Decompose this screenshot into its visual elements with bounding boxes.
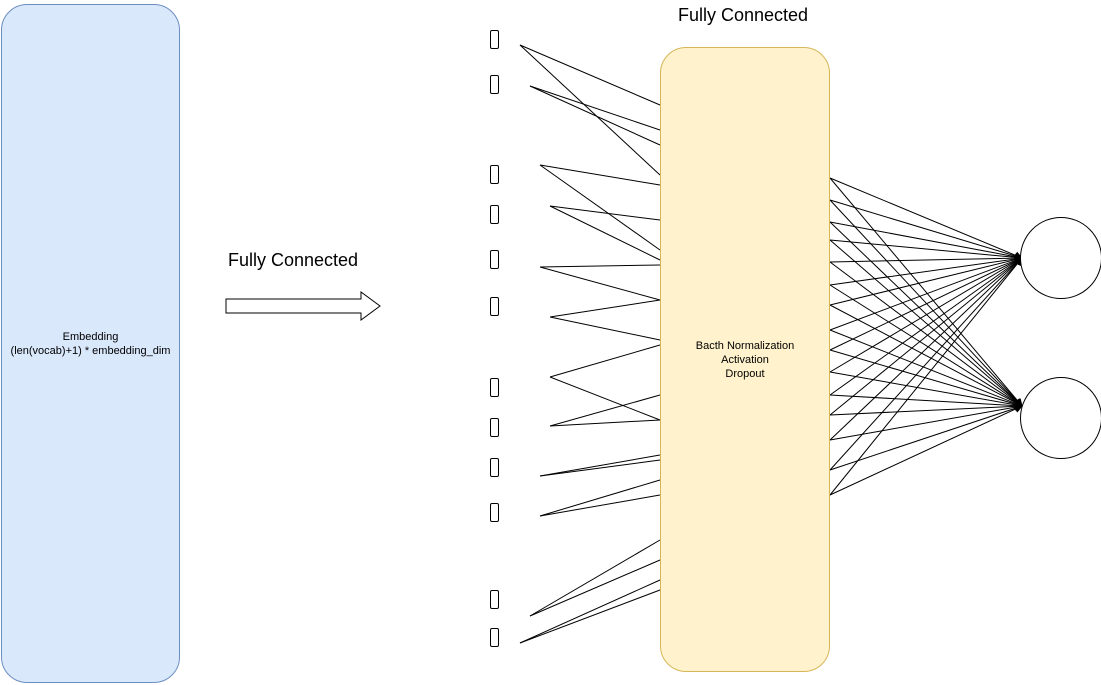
input-connection-line	[529, 85, 661, 146]
input-connection-line	[539, 266, 661, 301]
output-connection-line	[829, 257, 1023, 396]
input-connection-line	[539, 164, 661, 186]
hidden-line-dropout: Dropout	[725, 367, 765, 380]
output-node	[1020, 217, 1101, 299]
hidden-layer: Bacth Normalization Activation Dropout	[660, 47, 830, 672]
output-connection-line	[829, 255, 1023, 306]
output-connection-line	[829, 284, 1023, 407]
output-connection-line	[829, 394, 1023, 410]
output-connection-line	[829, 304, 1023, 407]
embedding-layer: Embedding (len(vocab)+1) * embedding_dim	[1, 4, 180, 683]
hidden-line-activation: Activation	[721, 353, 769, 366]
input-connection-line	[529, 85, 661, 131]
output-connection-line	[829, 257, 1023, 471]
input-connection-line	[549, 316, 661, 341]
input-connection-line	[539, 494, 661, 517]
input-node	[490, 297, 499, 316]
input-connection-line	[519, 589, 661, 644]
output-connection-line	[829, 221, 1023, 407]
input-node	[490, 503, 499, 522]
input-connection-line	[549, 376, 661, 421]
input-node	[490, 418, 499, 437]
input-node	[490, 165, 499, 184]
output-connection-line	[829, 402, 1023, 416]
input-node	[490, 458, 499, 477]
input-connection-line	[529, 559, 661, 617]
input-connection-line	[539, 454, 661, 477]
output-connection-line	[829, 329, 1023, 408]
input-connection-line	[549, 205, 661, 261]
input-connection-line	[539, 459, 661, 477]
input-connection-line	[549, 419, 661, 427]
output-connection-line	[829, 221, 1023, 261]
hidden-line-batchnorm: Bacth Normalization	[695, 339, 795, 352]
arrow-label: Fully Connected	[228, 250, 359, 270]
input-connection-line	[529, 539, 661, 617]
input-node	[490, 590, 499, 609]
output-connection-line	[829, 256, 1023, 331]
output-connection-line	[829, 239, 1023, 407]
input-connection-line	[519, 579, 661, 644]
input-connection-line	[539, 264, 661, 268]
output-connection-line	[829, 254, 1023, 263]
input-connection-line	[519, 44, 661, 106]
input-connection-line	[519, 44, 661, 176]
output-connection-line	[829, 261, 1023, 407]
output-connection-line	[829, 371, 1023, 409]
output-connection-line	[829, 199, 1023, 260]
input-node	[490, 205, 499, 224]
output-connection-line	[829, 239, 1023, 262]
input-connection-line	[549, 394, 661, 427]
output-connection-line	[829, 255, 1023, 286]
output-connection-line	[829, 199, 1023, 407]
output-connection-line	[829, 404, 1023, 471]
output-connection-line	[829, 257, 1023, 351]
output-connection-line	[829, 349, 1023, 408]
output-connection-line	[829, 405, 1023, 496]
embedding-dims-label: (len(vocab)+1) * embedding_dim	[10, 344, 171, 357]
output-connection-line	[829, 257, 1023, 496]
input-connection-line	[549, 205, 661, 221]
output-connection-line	[829, 403, 1023, 441]
input-node	[490, 250, 499, 269]
input-connection-line	[539, 164, 661, 251]
input-node	[490, 378, 499, 397]
input-connection-line	[549, 299, 661, 318]
output-node	[1020, 377, 1101, 459]
hidden-layer-title: Fully Connected	[678, 5, 809, 25]
embedding-label: Embedding	[62, 330, 119, 343]
input-node	[490, 30, 499, 49]
output-connection-line	[829, 257, 1023, 416]
input-node	[490, 628, 499, 647]
input-connection-line	[549, 344, 661, 378]
output-connection-line	[829, 257, 1023, 373]
input-node	[490, 75, 499, 94]
output-connection-line	[829, 257, 1023, 441]
output-connection-line	[829, 177, 1023, 407]
output-connection-line	[829, 177, 1023, 259]
fully-connected-arrow	[225, 291, 381, 321]
input-connection-line	[539, 479, 661, 517]
